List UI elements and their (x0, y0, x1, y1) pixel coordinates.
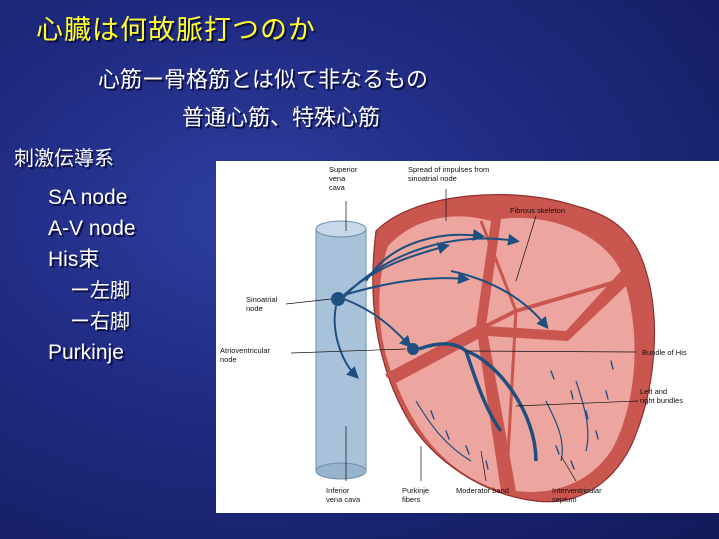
label-fibrous-skeleton: Fibrous skeleton (510, 206, 566, 215)
label-superior-vena-cava: Superior vena cava (329, 165, 358, 192)
left-atrium (486, 217, 621, 331)
subtitle-line-2: 普通心筋、特殊心筋 (182, 106, 381, 131)
label-atrioventricular-node: Atrioventricular node (220, 346, 271, 364)
right-atrium (379, 216, 491, 371)
vena-cava-top (315, 220, 367, 238)
section-label: 刺激伝導系 (14, 146, 114, 170)
conduction-system-list: SA node A-V node His束 ー左脚 ー右脚 Purkinje (48, 182, 136, 368)
list-item-purkinje: Purkinje (48, 341, 124, 364)
list-item-left-bundle: ー左脚 (70, 278, 130, 302)
label-purkinje-fibers: Purkinje fibers (402, 486, 430, 504)
label-moderator-band: Moderator band (456, 486, 509, 495)
slide-title: 心臓は何故脈打つのか (36, 15, 316, 46)
left-ventricle (488, 286, 635, 492)
label-bundle-of-his: Bundle of His (642, 348, 687, 357)
label-inferior-vena-cava: Inferior vena cava (326, 486, 361, 504)
heart-illustration (285, 189, 656, 503)
septum-line (479, 220, 518, 492)
subtitle-line-1: 心筋ー骨格筋とは似て非なるもの (98, 68, 429, 93)
label-sinoatrial-node: Sinoatrial node (246, 295, 278, 313)
heart-conduction-diagram: Superior vena cava Spread of impulses fr… (216, 161, 719, 513)
label-spread-of-impulses: Spread of impulses from sinoatrial node (408, 165, 490, 183)
list-item-av-node: A-V node (48, 217, 136, 240)
list-item-sa-node: SA node (48, 186, 128, 209)
vena-cava-bottom (315, 462, 367, 480)
list-item-right-bundle: ー右脚 (70, 309, 130, 333)
sinoatrial-node-mark (331, 292, 345, 306)
label-interventricular-septum: Interventricular septum (552, 486, 602, 504)
label-left-right-bundles: Left and right bundles (640, 387, 683, 405)
list-item-his-bundle: His束 (48, 248, 100, 271)
